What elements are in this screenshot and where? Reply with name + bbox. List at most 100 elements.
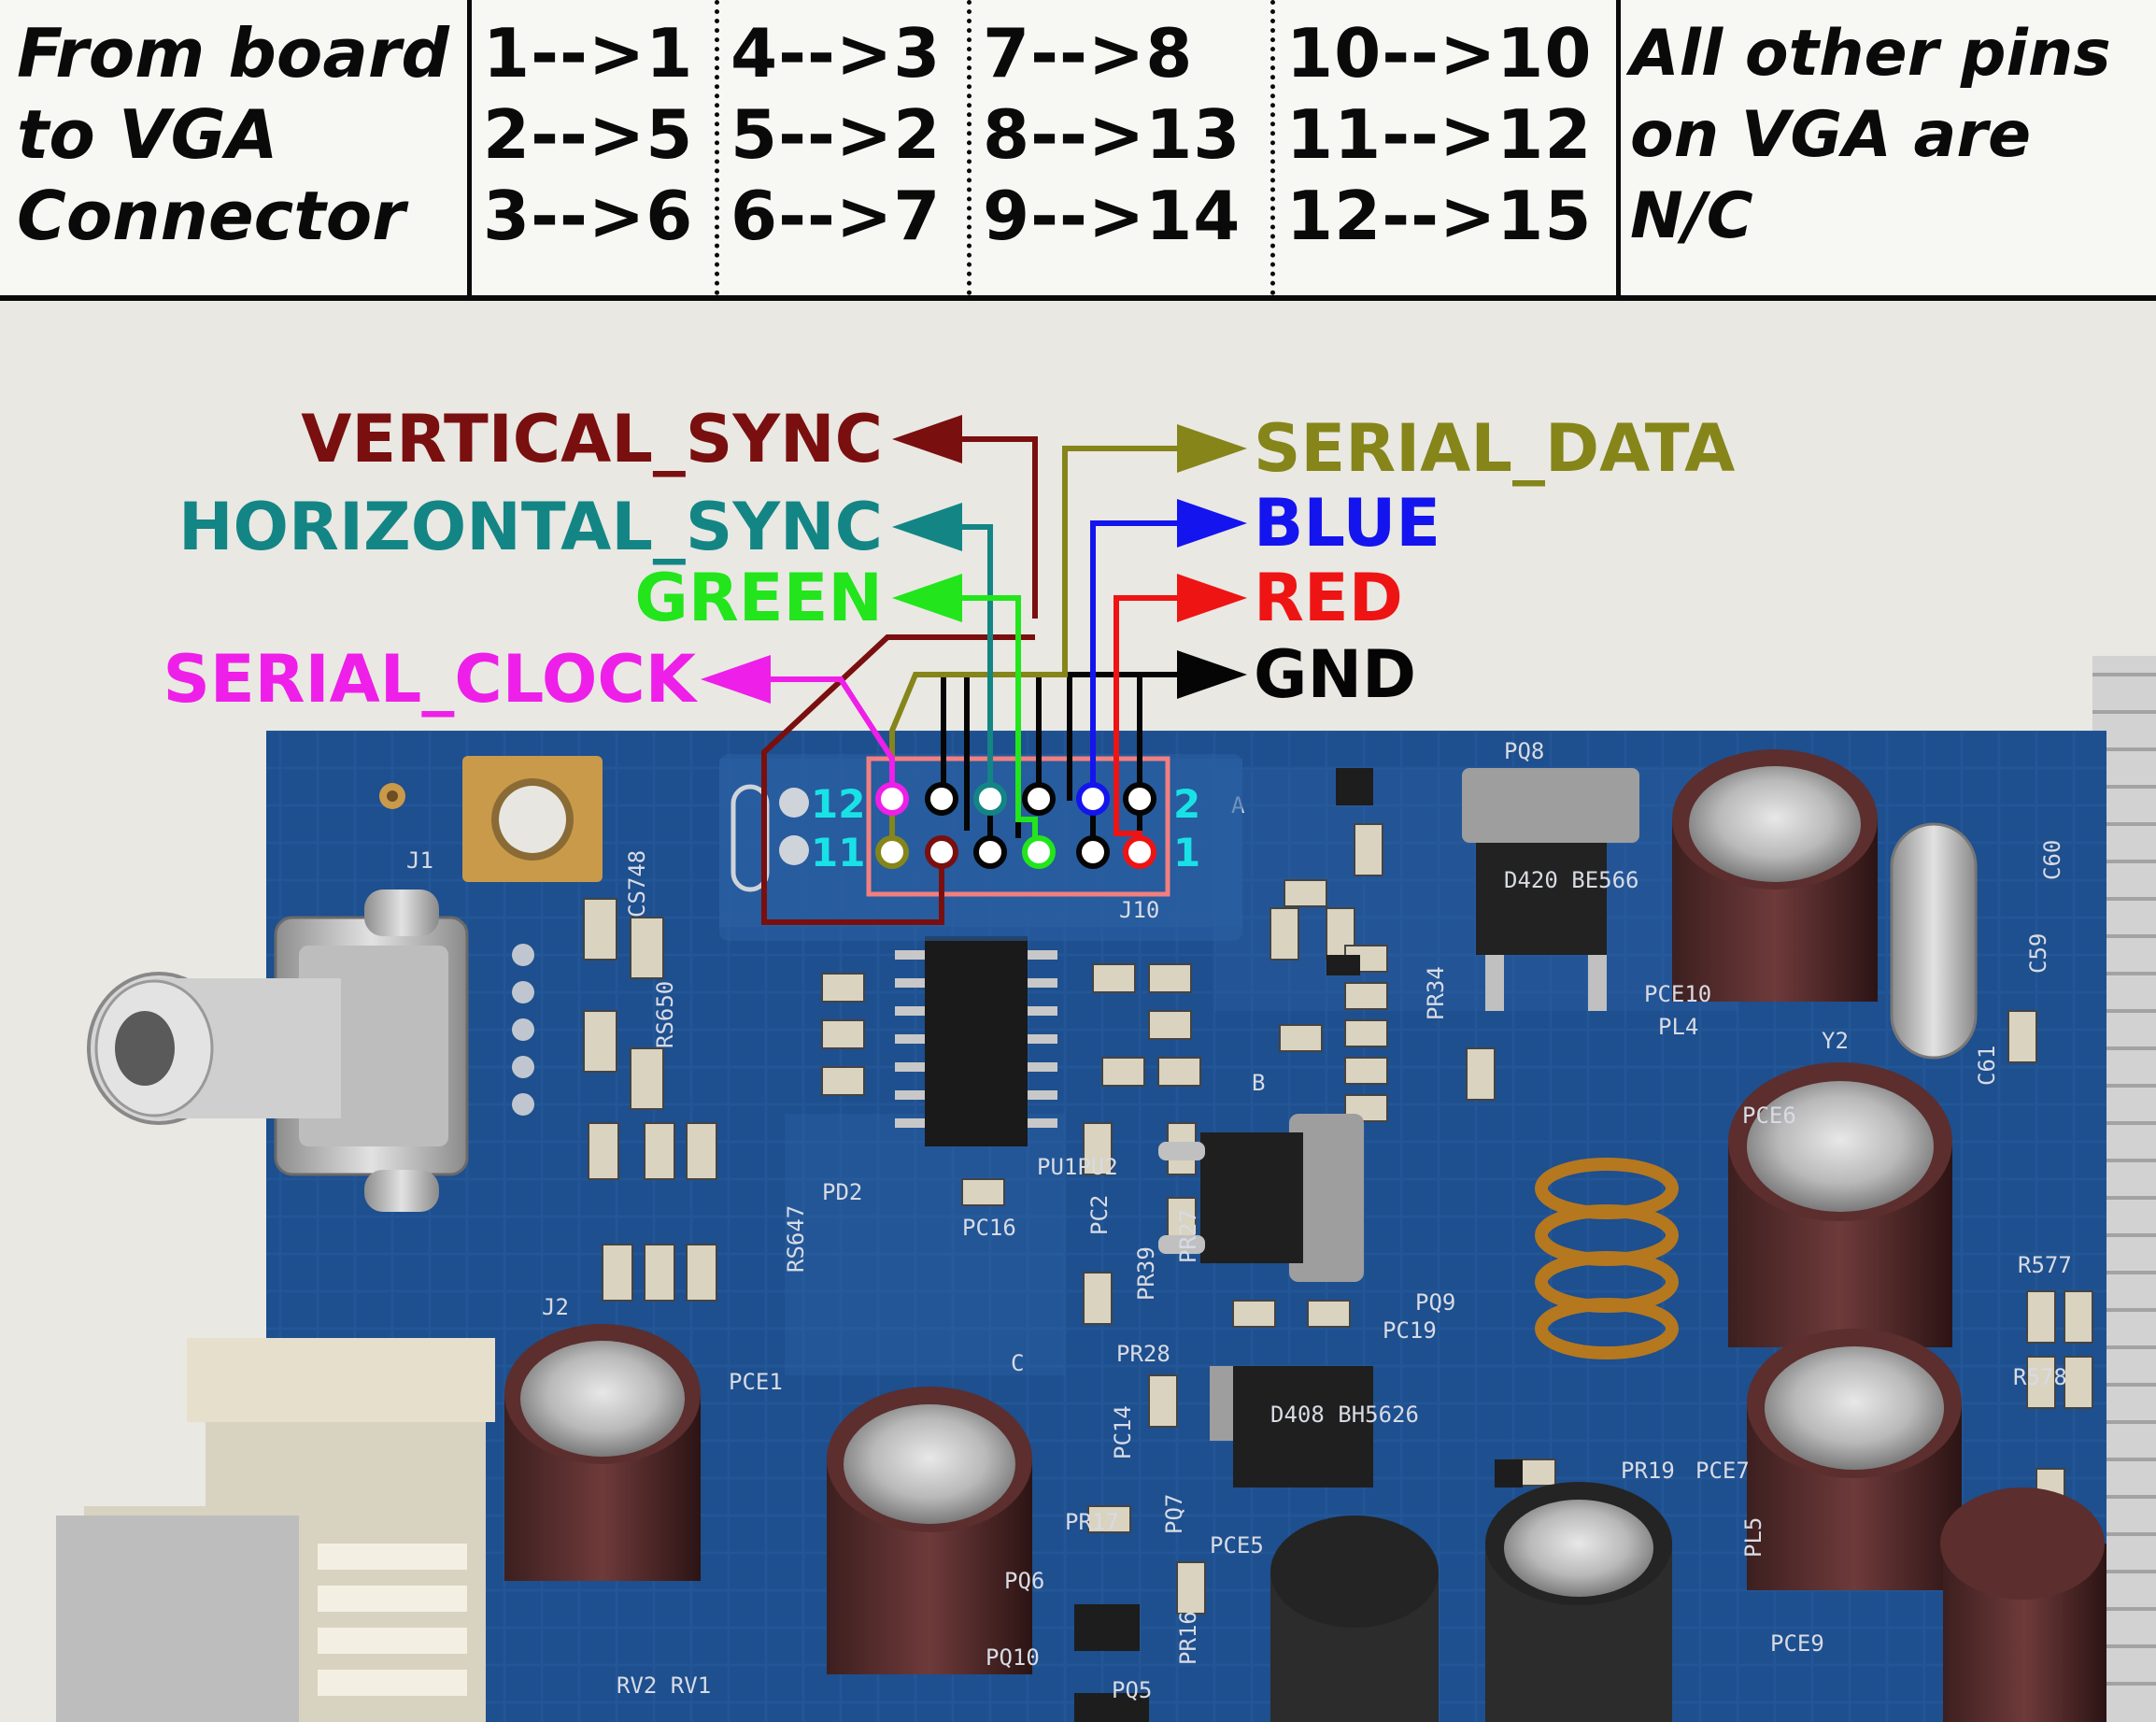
silk-pc16: PC16 xyxy=(962,1215,1016,1241)
silk-mark-b: B xyxy=(1252,1070,1265,1096)
capacitor xyxy=(1270,1516,1439,1722)
board-photo-diagram: J1 CS748 RS650 J2 xyxy=(0,301,2156,1722)
silk-c61: C61 xyxy=(1974,1046,2000,1086)
label-horizontal-sync: HORIZONTAL_SYNC xyxy=(178,489,883,565)
silk-pq8: PQ8 xyxy=(1504,738,1544,764)
diagram-canvas: J1 CS748 RS650 J2 xyxy=(0,301,2156,1722)
table-note-cell: All other pins on VGA are N/C xyxy=(1621,0,2156,295)
capacitor xyxy=(827,1387,1032,1674)
rca-jack: J2 xyxy=(87,889,569,1320)
arrow-blue xyxy=(1177,499,1247,548)
crystal-y2 xyxy=(1890,822,1978,1060)
silk-pr34: PR34 xyxy=(1423,966,1449,1020)
table-heading-line-1: From board xyxy=(17,14,449,93)
pin-mapping-table: From board to VGA Connector 1-->1 2-->5 … xyxy=(0,0,2156,301)
silk-pr28: PR28 xyxy=(1116,1341,1170,1367)
pin-label-2: 2 xyxy=(1173,781,1200,827)
pin-label-1: 1 xyxy=(1173,830,1200,875)
silk-j10: J10 xyxy=(1119,897,1159,923)
label-gnd: GND xyxy=(1254,636,1416,713)
label-green: GREEN xyxy=(634,560,883,636)
inductor-coil xyxy=(1535,1158,1679,1359)
label-blue: BLUE xyxy=(1254,485,1440,562)
pin-9-vertical-sync xyxy=(925,835,958,869)
silk-pl4: PL4 xyxy=(1658,1014,1698,1040)
silk-pce10: PCE10 xyxy=(1644,981,1711,1007)
pin-5-green xyxy=(1022,835,1056,869)
silk-r577: R577 xyxy=(2018,1252,2072,1278)
wire-blue xyxy=(1090,520,1182,799)
silk-rs647: RS647 xyxy=(783,1205,809,1273)
arrow-vertical-sync xyxy=(892,415,962,463)
wire-serial-clock xyxy=(761,676,895,799)
silk-pr17: PR17 xyxy=(1065,1509,1119,1535)
silk-pc2: PC2 xyxy=(1086,1195,1113,1235)
table-heading-cell: From board to VGA Connector xyxy=(0,0,472,295)
pin-map-entry: 3-->6 xyxy=(483,177,694,255)
pin-map-entry: 4-->3 xyxy=(730,14,942,93)
silk-chip-top: D420 BE566 xyxy=(1504,867,1639,893)
arrow-green xyxy=(892,574,962,622)
silk-pce1: PCE1 xyxy=(729,1369,783,1395)
pin-10-gnd xyxy=(925,782,958,816)
pin-label-11: 11 xyxy=(811,830,865,875)
silk-pr16: PR16 xyxy=(1175,1611,1201,1665)
label-vertical-sync: VERTICAL_SYNC xyxy=(301,401,883,477)
pin-map-entry: 2-->5 xyxy=(483,95,694,174)
arrow-gnd xyxy=(1177,650,1247,699)
pin-12-serial-clock xyxy=(875,782,909,816)
pin-4-blue xyxy=(1076,782,1110,816)
silk-r578: R578 xyxy=(2013,1364,2067,1390)
silk-pu1pu2: PU1PU2 xyxy=(1037,1154,1118,1180)
pin-2-gnd xyxy=(1123,782,1156,816)
capacitor xyxy=(1485,1482,1672,1722)
silk-pc14: PC14 xyxy=(1110,1405,1136,1459)
silk-j2: J2 xyxy=(542,1294,569,1320)
table-note-line-1: All other pins xyxy=(1630,17,2111,91)
header-pins xyxy=(875,782,1156,869)
silk-pd2: PD2 xyxy=(822,1179,862,1205)
table-note-line-3: N/C xyxy=(1630,179,1753,253)
pin-3-gnd xyxy=(1076,835,1110,869)
silk-pq5: PQ5 xyxy=(1112,1677,1152,1703)
silk-y2: Y2 xyxy=(1822,1028,1849,1054)
pin-map-entry: 7-->8 xyxy=(983,14,1194,93)
pin-map-entry: 10-->10 xyxy=(1286,14,1593,93)
arrow-serial-clock xyxy=(701,655,771,704)
silk-c60: C60 xyxy=(2039,840,2065,880)
arrow-serial-data xyxy=(1177,424,1247,473)
silk-pr19: PR19 xyxy=(1621,1458,1675,1484)
table-note-line-2: on VGA are xyxy=(1630,98,2032,172)
capacitors xyxy=(504,749,2106,1722)
table-group-2: 4-->3 5-->2 6-->7 xyxy=(719,0,972,295)
label-red: RED xyxy=(1254,560,1403,636)
arrow-horizontal-sync xyxy=(892,503,962,551)
mosfet-middle xyxy=(1158,1114,1364,1282)
label-serial-clock: SERIAL_CLOCK xyxy=(163,641,698,718)
silk-j1: J1 xyxy=(406,847,433,874)
silk-pc19: PC19 xyxy=(1383,1317,1437,1344)
pin-map-entry: 1-->1 xyxy=(483,14,694,93)
soic-chip xyxy=(895,936,1057,1146)
silk-pq7: PQ7 xyxy=(1161,1494,1187,1534)
mosfet-top: D420 BE566 xyxy=(1462,768,1639,1011)
capacitor xyxy=(1940,1487,2106,1722)
silk-c59: C59 xyxy=(2025,933,2051,974)
j1-mounting-pad: J1 xyxy=(379,756,603,882)
pin-map-entry: 5-->2 xyxy=(730,95,942,174)
pin-map-entry: 9-->14 xyxy=(983,177,1241,255)
pin-7-gnd xyxy=(973,835,1007,869)
silk-rv2rv1: RV2 RV1 xyxy=(617,1672,711,1699)
mosfet-bottom: D408 BH5626 xyxy=(1210,1366,1419,1487)
silk-pl5: PL5 xyxy=(1740,1517,1766,1558)
silkscreen-labels: PD2 PC16 PU1PU2 PQ8 PCE1 PCE10 PL4 PCE6 … xyxy=(617,738,2072,1703)
pin-8-horizontal-sync xyxy=(973,782,1007,816)
dvi-connector xyxy=(56,1338,495,1722)
capacitor xyxy=(1747,1329,1962,1590)
table-group-4: 10-->10 11-->12 12-->15 xyxy=(1275,0,1621,295)
arrowheads xyxy=(701,415,1247,704)
pin-map-entry: 8-->13 xyxy=(983,95,1241,174)
silk-pr27: PR27 xyxy=(1175,1209,1201,1263)
label-serial-data: SERIAL_DATA xyxy=(1254,410,1735,487)
wire-green xyxy=(953,595,1038,852)
